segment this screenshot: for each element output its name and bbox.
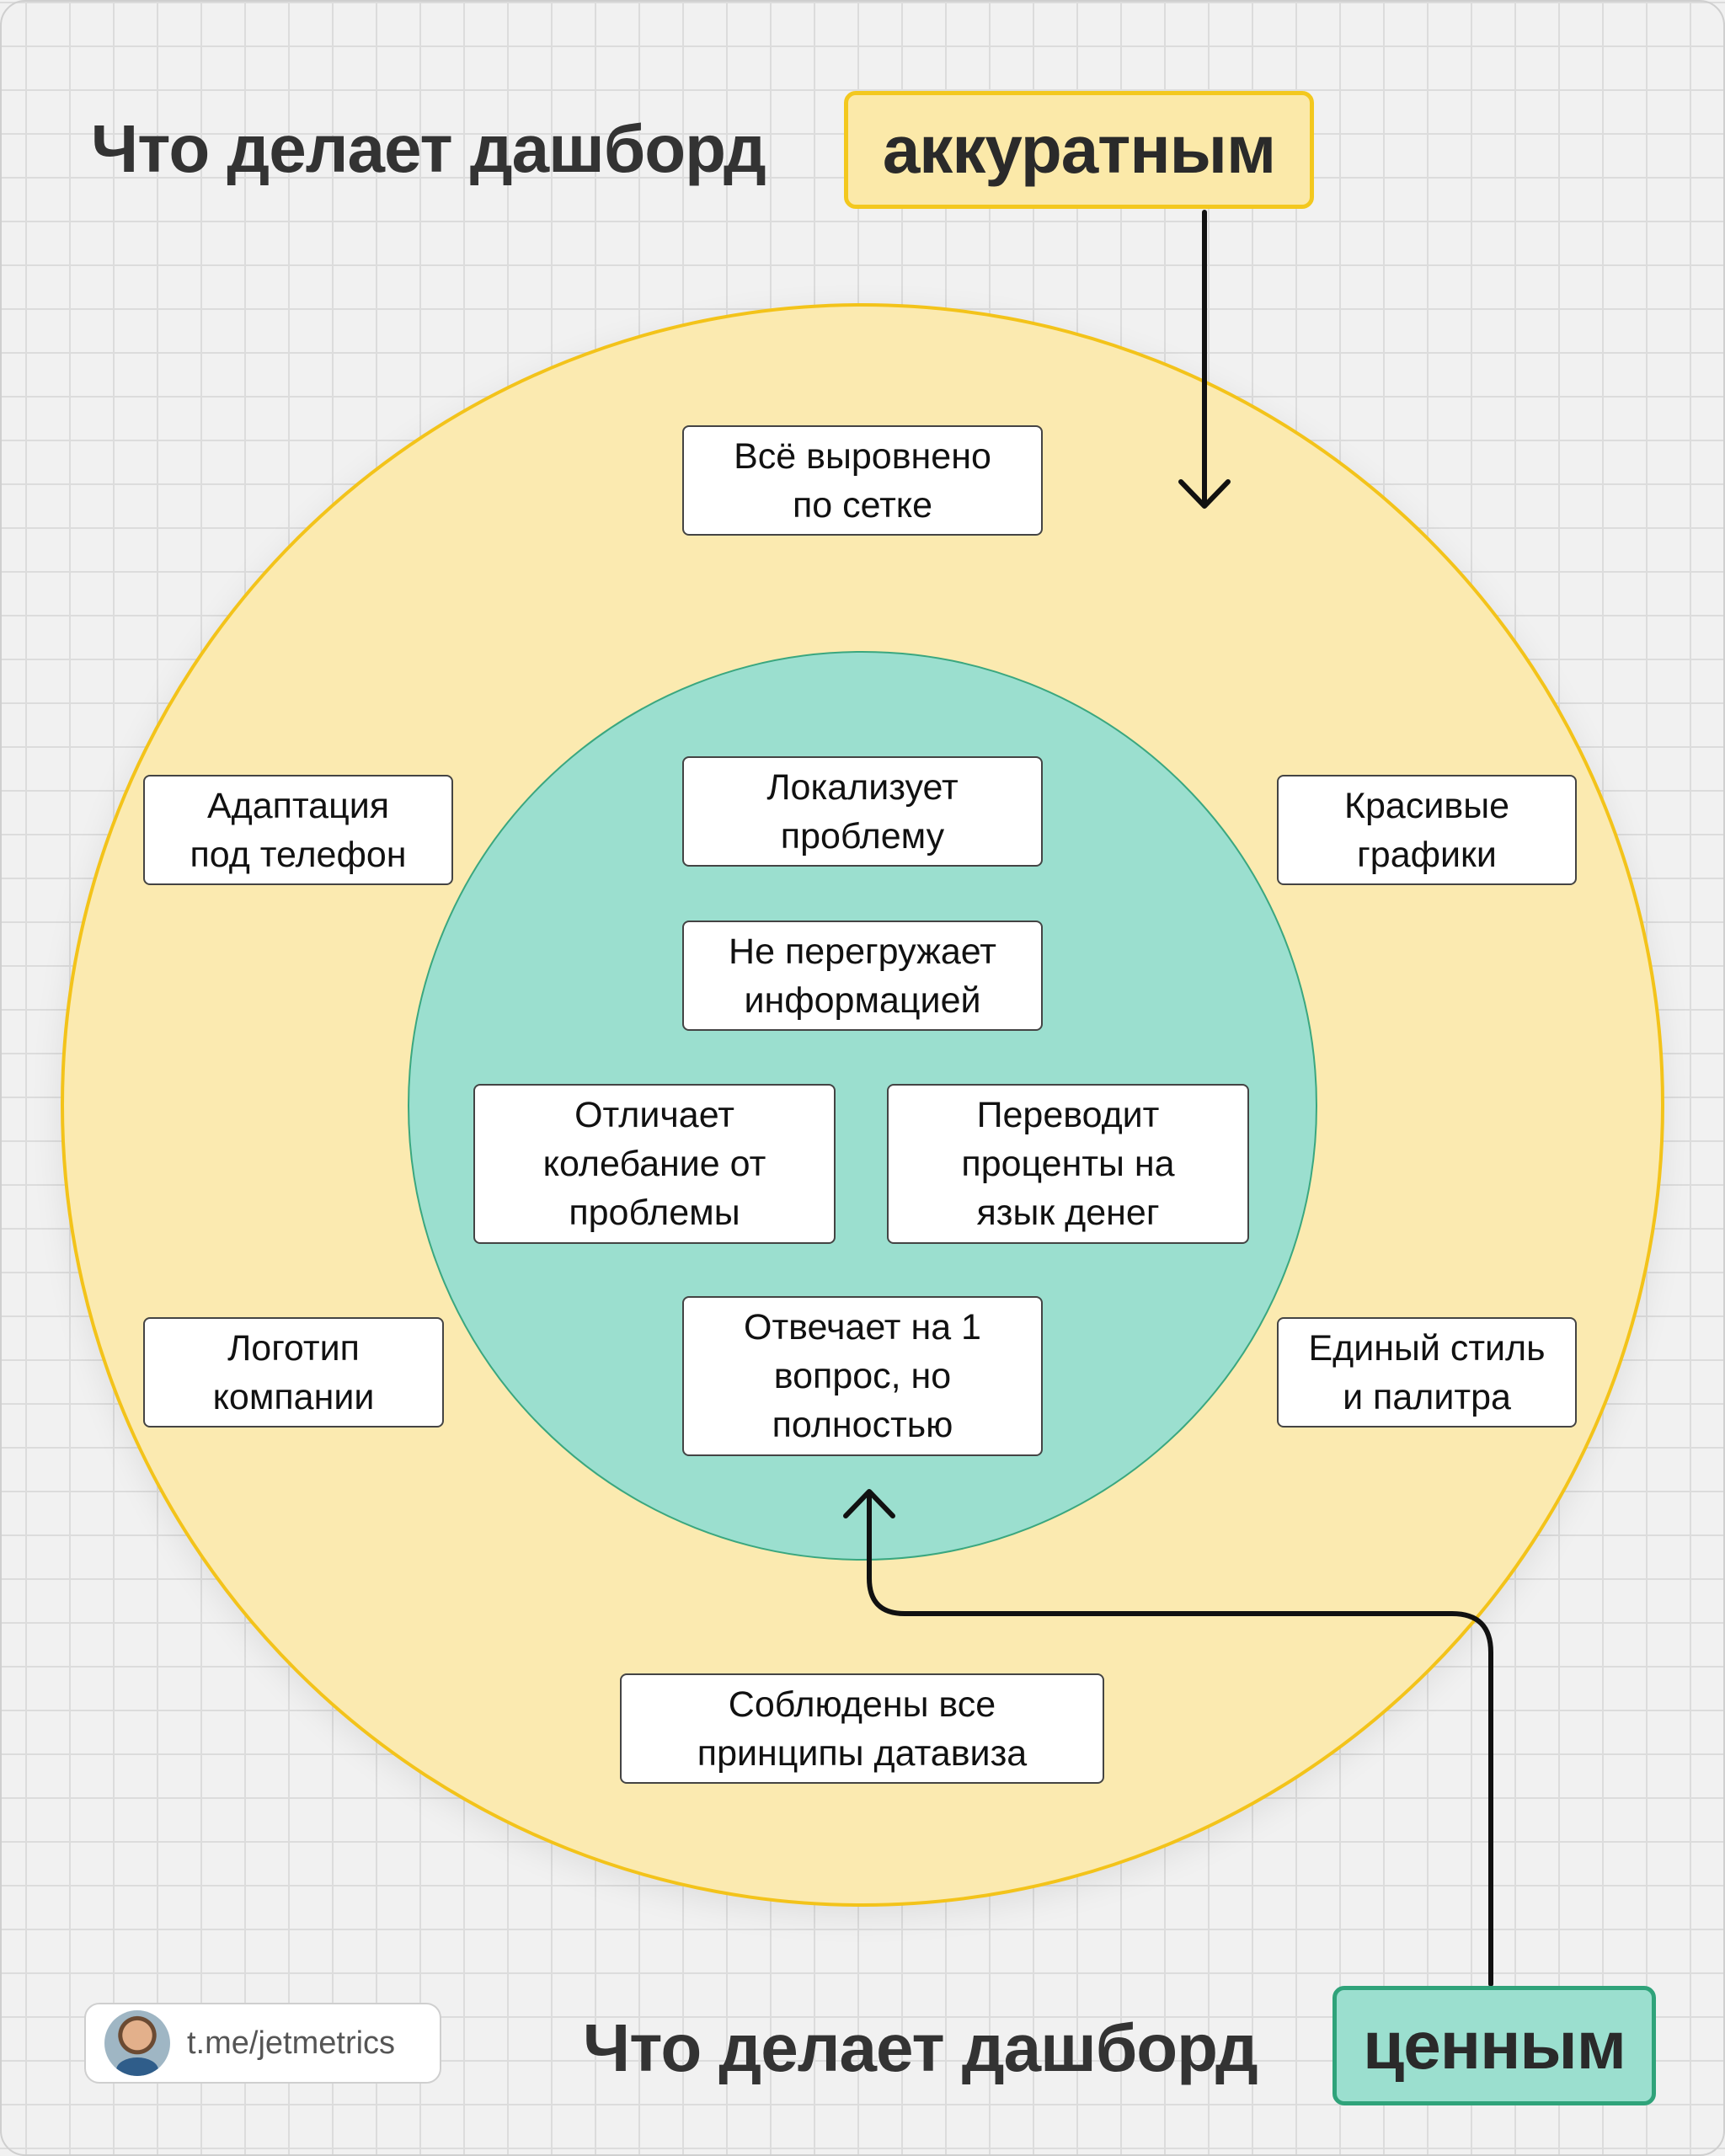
title-top-lead: Что делает дашборд	[91, 110, 766, 186]
card-grid-aligned: Всё выровнено по сетке	[682, 425, 1043, 536]
arrow-accurate-head	[1178, 479, 1231, 509]
card-fluctuation-vs-problem: Отличает колебание от проблемы	[473, 1084, 836, 1244]
card-localizes-problem: Локализует проблему	[682, 756, 1043, 867]
title-top: Что делает дашборд	[91, 105, 766, 188]
card-company-logo: Логотип компании	[143, 1317, 444, 1428]
tag-valuable: ценным	[1332, 1986, 1656, 2105]
arrow-valuable-head	[843, 1489, 895, 1518]
card-dataviz-principles: Соблюдены все принципы датавиза	[620, 1673, 1104, 1784]
avatar	[104, 2010, 170, 2076]
telegram-link[interactable]: t.me/jetmetrics	[84, 2003, 441, 2084]
title-bottom: Что делает дашборд	[583, 2004, 1258, 2087]
telegram-link-text[interactable]: t.me/jetmetrics	[187, 2025, 396, 2061]
card-answers-one-question: Отвечает на 1 вопрос, но полностью	[682, 1296, 1043, 1456]
card-unified-style: Единый стиль и палитра	[1277, 1317, 1577, 1428]
card-not-overloaded: Не перегружает информацией	[682, 921, 1043, 1031]
card-mobile-adaptation: Адаптация под телефон	[143, 775, 453, 885]
arrow-valuable	[867, 1492, 1493, 1987]
title-bottom-lead: Что делает дашборд	[583, 2009, 1258, 2085]
card-beautiful-charts: Красивые графики	[1277, 775, 1577, 885]
card-percent-to-money: Переводит проценты на язык денег	[887, 1084, 1249, 1244]
tag-accurate: аккуратным	[844, 91, 1314, 209]
